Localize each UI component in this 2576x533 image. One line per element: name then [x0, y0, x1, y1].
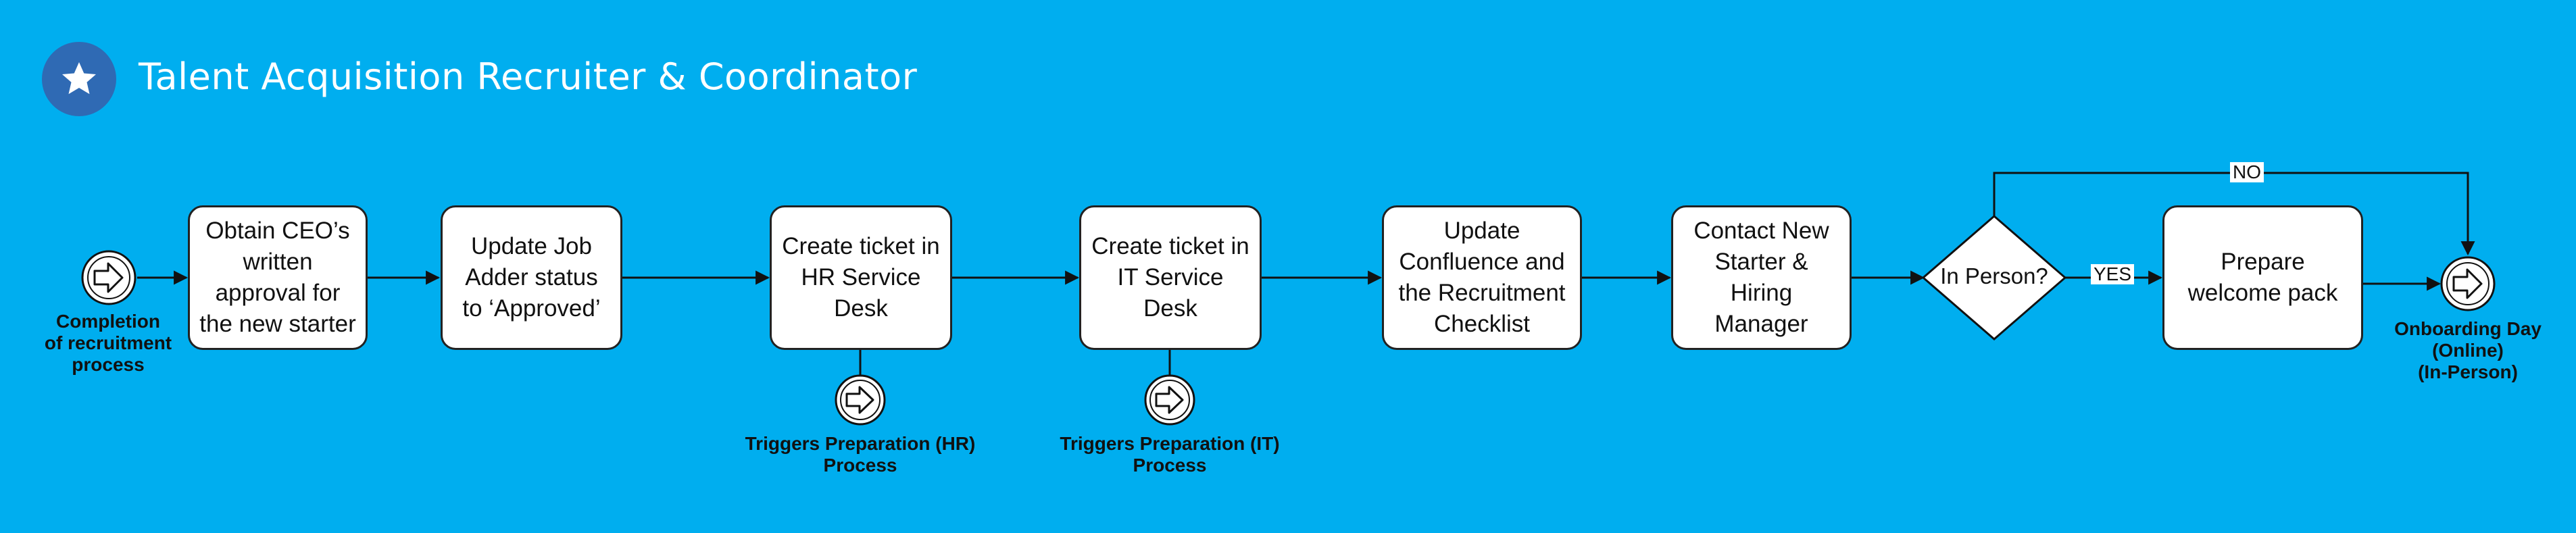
task-create-it-ticket: Create ticket in IT Service Desk [1079, 205, 1262, 350]
end-event-label: Onboarding Day (Online) (In-Person) [2394, 318, 2542, 382]
gateway-diamond [1921, 215, 2067, 340]
hr-trigger-label: Triggers Preparation (HR) Process [745, 433, 976, 476]
start-event [81, 250, 137, 305]
no-flow-label: NO [2230, 162, 2264, 182]
task-create-hr-ticket: Create ticket in HR Service Desk [770, 205, 952, 350]
end-event [2440, 256, 2496, 311]
it-trigger-event [1144, 374, 1195, 426]
task-update-job-adder: Update Job Adder status to ‘Approved’ [441, 205, 622, 350]
arrow-right-icon [845, 386, 874, 414]
task-update-confluence: Update Confluence and the Recruitment Ch… [1382, 205, 1582, 350]
yes-flow-label: YES [2091, 264, 2135, 284]
page-title: Talent Acquisition Recruiter & Coordinat… [139, 55, 918, 98]
task-contact-new-starter: Contact New Starter & Hiring Manager [1671, 205, 1852, 350]
star-icon [42, 42, 116, 116]
gateway-label: In Person? [1940, 263, 2048, 288]
it-trigger-label: Triggers Preparation (IT) Process [1060, 433, 1280, 476]
start-event-label: Completion of recruitment process [44, 311, 172, 375]
hr-trigger-event [835, 374, 886, 426]
arrow-right-icon [93, 262, 124, 293]
task-prepare-welcome-pack: Prepare welcome pack [2162, 205, 2363, 350]
task-obtain-ceo-approval: Obtain CEO’s written approval for the ne… [188, 205, 368, 350]
arrow-right-icon [1155, 386, 1184, 414]
arrow-right-icon [2452, 268, 2483, 299]
